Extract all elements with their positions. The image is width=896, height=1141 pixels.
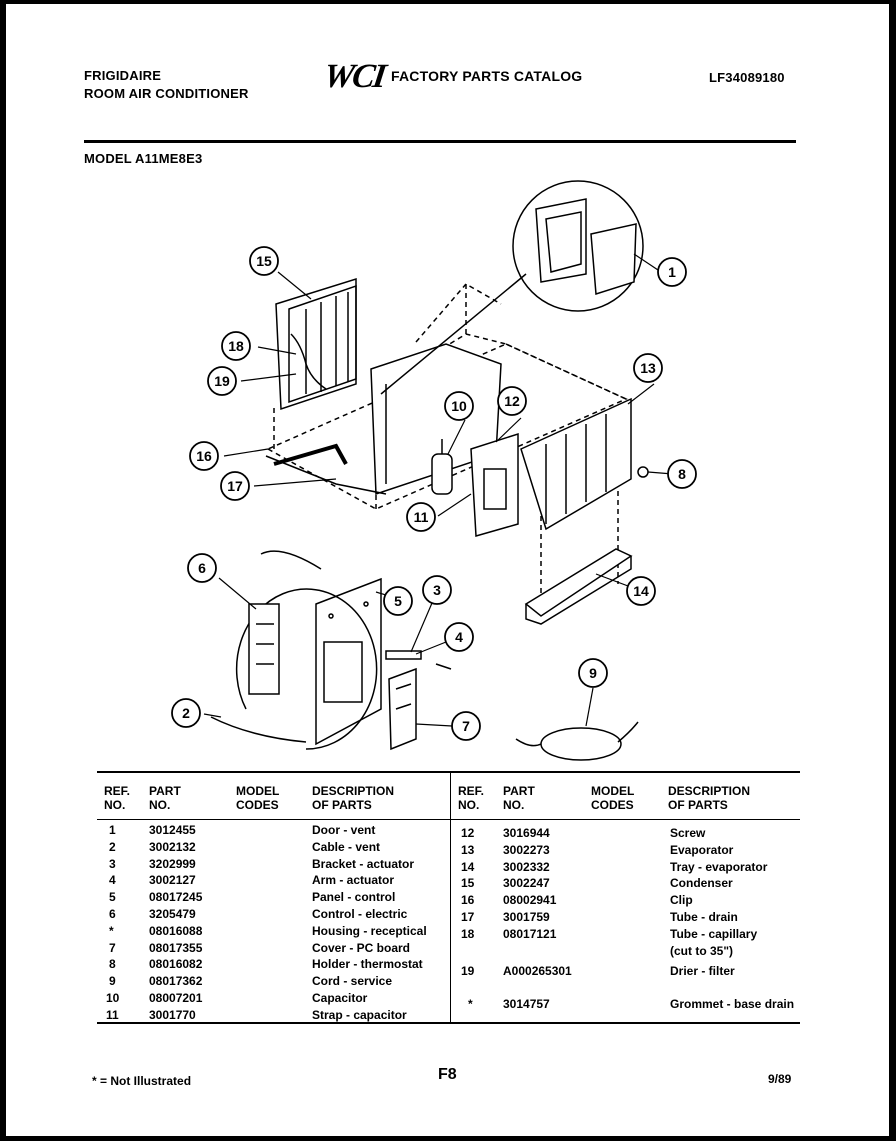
- svg-text:10: 10: [451, 398, 467, 414]
- model-label: MODEL A11ME8E3: [84, 151, 203, 166]
- control-panel-part: [315, 577, 382, 746]
- revision-date: 9/89: [768, 1072, 792, 1086]
- drain-tube-part: [273, 443, 348, 466]
- callout-8: 8: [667, 459, 697, 489]
- not-illustrated-note: * = Not Illustrated: [92, 1074, 192, 1088]
- svg-text:1: 1: [668, 264, 676, 280]
- catalog-title: FACTORY PARTS CATALOG: [391, 68, 583, 84]
- svg-text:15: 15: [256, 253, 272, 269]
- svg-text:3: 3: [433, 582, 441, 598]
- callout-6: 6: [187, 553, 217, 583]
- svg-text:9: 9: [589, 665, 597, 681]
- chassis-part: [265, 343, 502, 496]
- svg-text:13: 13: [640, 360, 656, 376]
- actuator-arm-part: [435, 663, 452, 670]
- product-name: ROOM AIR CONDITIONER: [84, 86, 249, 101]
- svg-text:11: 11: [414, 509, 429, 525]
- vent-cable-part: [210, 716, 307, 743]
- condenser-part: [275, 277, 357, 411]
- callout-9: 9: [578, 658, 608, 688]
- pc-board-cover-part: [388, 667, 417, 751]
- table-divider: [450, 771, 451, 1023]
- svg-text:2: 2: [182, 705, 190, 721]
- capacitor-part: [431, 439, 453, 495]
- page-number: F8: [438, 1066, 457, 1083]
- header-ref: REF.NO.: [104, 784, 131, 812]
- brand-name: FRIGIDAIRE: [84, 68, 162, 83]
- header-rule: [84, 140, 796, 143]
- callout-3: 3: [422, 575, 452, 605]
- svg-text:14: 14: [633, 583, 649, 599]
- receptacle-housing-part: [470, 432, 519, 537]
- svg-text:4: 4: [455, 629, 463, 645]
- evaporator-tray-part: [524, 548, 633, 625]
- callout-7: 7: [451, 711, 481, 741]
- svg-text:19: 19: [214, 373, 230, 389]
- table-bottom-rule: [97, 1022, 800, 1024]
- callout-4: 4: [444, 622, 474, 652]
- service-cord-part: [515, 721, 639, 761]
- document-number: LF34089180: [709, 70, 785, 85]
- header-ref-right: REF.NO.: [458, 784, 485, 812]
- callout-12: 12: [497, 386, 527, 416]
- svg-text:12: 12: [504, 393, 520, 409]
- thermostat-holder-part: [637, 466, 649, 478]
- svg-text:6: 6: [198, 560, 206, 576]
- actuator-bracket-part: [385, 650, 422, 660]
- parts-catalog-page: { "header": { "brand": "FRIGIDAIRE", "pr…: [6, 4, 889, 1136]
- callout-14: 14: [626, 576, 656, 606]
- callout-15: 15: [249, 246, 279, 276]
- callout-17: 17: [220, 471, 250, 501]
- svg-text:16: 16: [196, 448, 212, 464]
- exploded-parts-diagram: 1 2 3 4 5 6 7 8 9 10 11 12 13 14 15 16 1…: [171, 180, 697, 761]
- callout-10: 10: [444, 391, 474, 421]
- svg-text:17: 17: [227, 478, 243, 494]
- svg-text:8: 8: [678, 466, 686, 482]
- table-header-rule: [97, 819, 800, 820]
- evaporator-part: [520, 397, 632, 531]
- callout-bubbles: 1 2 3 4 5 6 7 8 9 10 11 12 13 14 15 16 1…: [171, 246, 697, 741]
- callout-19: 19: [207, 366, 237, 396]
- callout-5: 5: [383, 586, 413, 616]
- wci-logo: WCI: [321, 58, 387, 95]
- svg-text:5: 5: [394, 593, 402, 609]
- table-top-rule: [97, 771, 800, 773]
- vent-door-detail: [380, 180, 644, 395]
- callout-18: 18: [221, 331, 251, 361]
- svg-text:18: 18: [228, 338, 244, 354]
- svg-text:7: 7: [462, 718, 470, 734]
- callout-11: 11: [406, 502, 436, 532]
- callout-1: 1: [657, 257, 687, 287]
- electric-control-part: [235, 550, 378, 750]
- callout-16: 16: [189, 441, 219, 471]
- callout-13: 13: [633, 353, 663, 383]
- callout-2: 2: [171, 698, 201, 728]
